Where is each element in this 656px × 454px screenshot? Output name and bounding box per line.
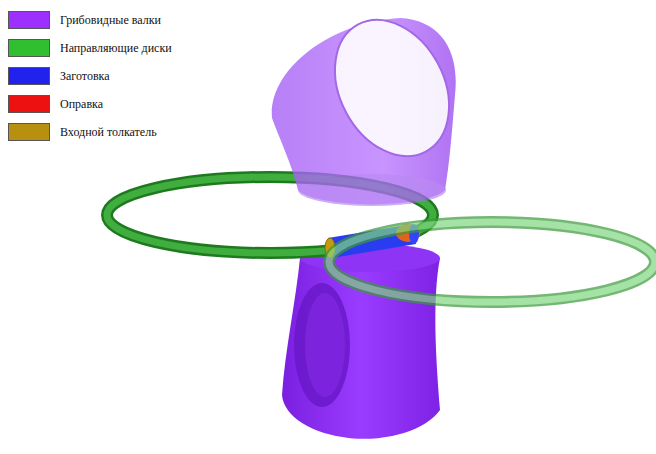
legend-label: Входной толкатель (60, 125, 157, 140)
legend-swatch (8, 67, 50, 85)
legend-label: Направляющие диски (60, 41, 172, 56)
legend-label: Оправка (60, 97, 103, 112)
legend-entry: Направляющие диски (8, 34, 172, 62)
legend-swatch (8, 39, 50, 57)
legend: Грибовидные валкиНаправляющие дискиЗагот… (8, 6, 172, 146)
legend-swatch (8, 123, 50, 141)
legend-entry: Заготовка (8, 62, 172, 90)
legend-entry: Грибовидные валки (8, 6, 172, 34)
legend-entry: Оправка (8, 90, 172, 118)
legend-label: Грибовидные валки (60, 13, 161, 28)
legend-entry: Входной толкатель (8, 118, 172, 146)
legend-swatch (8, 11, 50, 29)
upper-roll (272, 0, 472, 206)
lower-roll (282, 244, 440, 439)
right-guide-disc (329, 222, 655, 302)
legend-swatch (8, 95, 50, 113)
legend-label: Заготовка (60, 69, 110, 84)
